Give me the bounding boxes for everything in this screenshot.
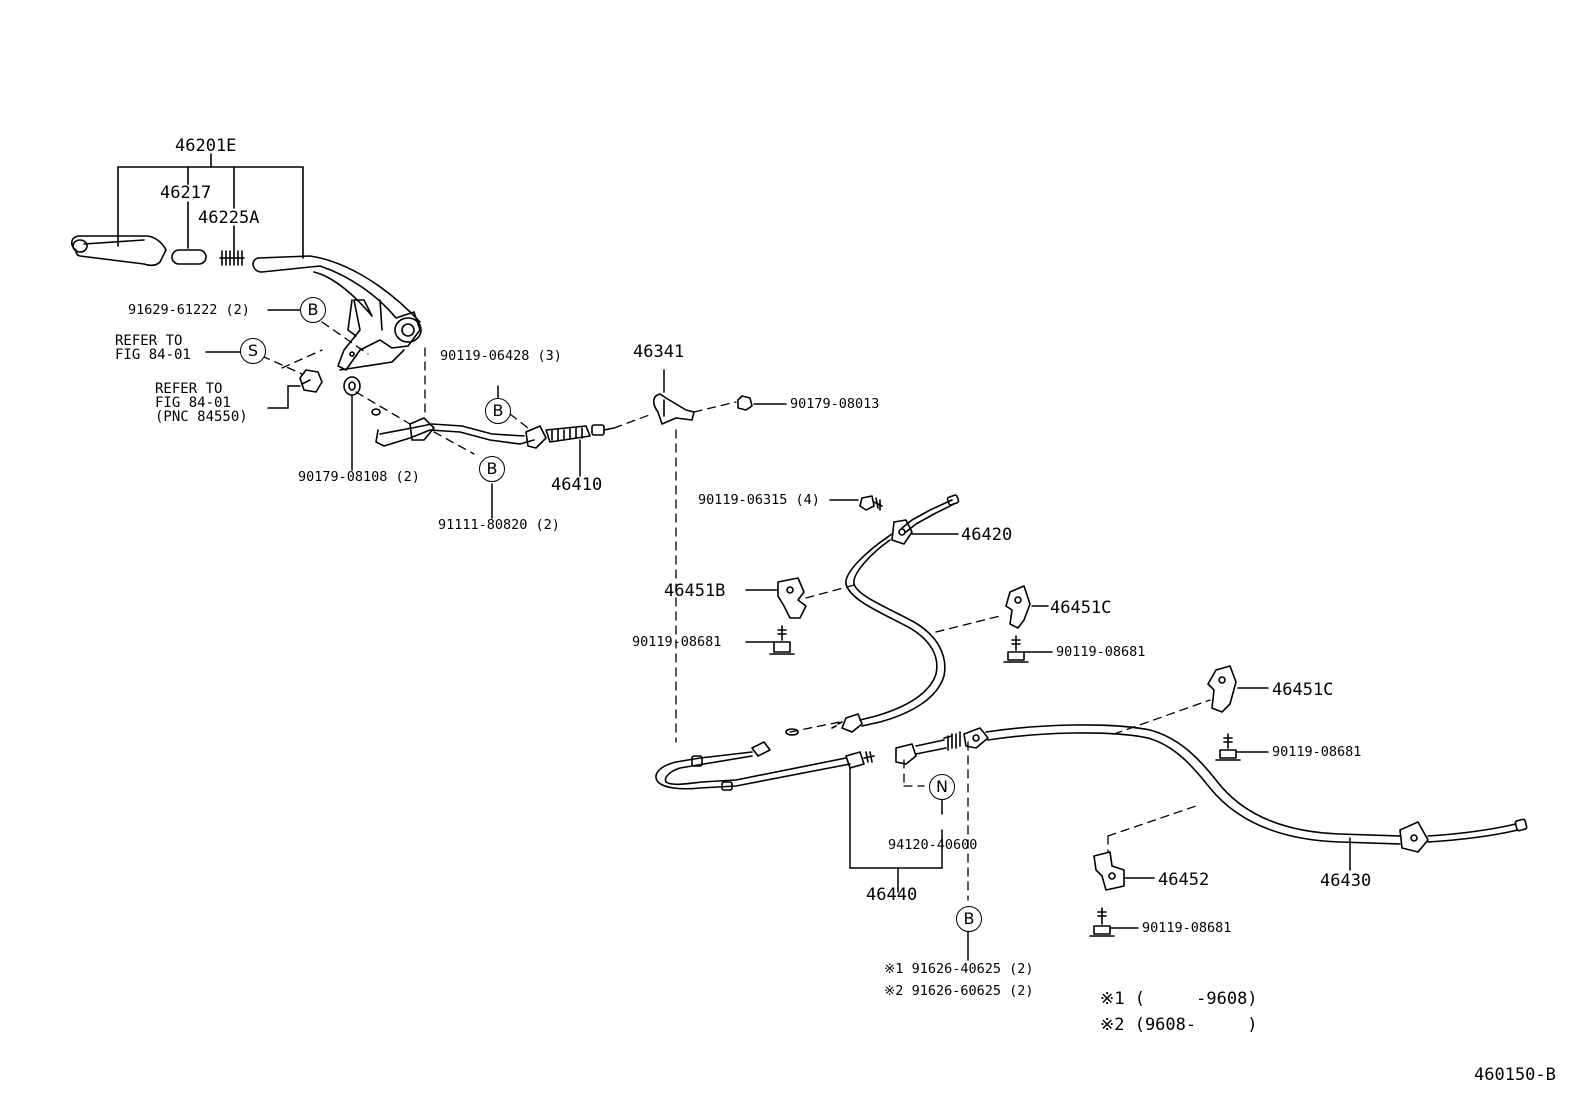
callout-circle-b: B (479, 456, 505, 482)
part-label-90119-06315: 90119-06315 (4) (698, 492, 820, 508)
part-label-90119-08681: 90119-08681 (1056, 644, 1146, 660)
bolt-46451C-a-shape (1003, 635, 1029, 663)
part-label-90119-06428: 90119-06428 (3) (440, 348, 562, 364)
part-label-90119-08681: 90119-08681 (1142, 920, 1232, 936)
lever-grip-shape (70, 235, 167, 267)
part-label-46201E: 46201E (175, 136, 237, 156)
part-label-91626-40625: ※1 91626-40625 (2) (884, 961, 1034, 977)
cable-46420-shape (785, 494, 960, 736)
leader-lines (205, 309, 1351, 961)
part-label-46420: 46420 (961, 525, 1013, 545)
part-label-46451C: 46451C (1272, 680, 1334, 700)
callout-circle-b: B (956, 906, 982, 932)
part-label-46451B: 46451B (664, 581, 726, 601)
bracket-46451C-a-shape (1005, 585, 1031, 629)
bolt-46451B-shape (769, 625, 795, 655)
callout-circle-b: B (300, 297, 326, 323)
part-label-46225A: 46225A (198, 208, 260, 228)
part-label-46452: 46452 (1158, 870, 1210, 890)
bolt-46451C-b-shape (1215, 733, 1241, 761)
equalizer-shape (652, 393, 695, 425)
diagram-id: 460150-B (1474, 1065, 1556, 1085)
part-label-91626-60625: ※2 91626-60625 (2) (884, 983, 1034, 999)
lever-body-shape (252, 255, 422, 371)
part-label-90179-08013: 90179-08013 (790, 396, 880, 412)
dashed-assembly-lines (261, 321, 1211, 901)
callout-circle-b: B (485, 398, 511, 424)
part-label-46217: 46217 (160, 183, 212, 203)
bracket-46452-shape (1093, 851, 1125, 891)
refer-note-pnc-84550: REFER TO FIG 84-01 (PNC 84550) (155, 381, 248, 425)
assembly-bracket-46201E (117, 153, 304, 259)
release-button-shape (171, 249, 207, 265)
part-label-46440: 46440 (866, 885, 918, 905)
part-label-46410: 46410 (551, 475, 603, 495)
screw-06315-shape (859, 495, 883, 511)
date-note-1: ※1 ( -9608) (1100, 989, 1258, 1009)
bracket-46451B-shape (777, 577, 807, 619)
part-label-94120-40600: 94120-40600 (888, 837, 978, 853)
cable-46430-shape (985, 724, 1528, 853)
part-label-90179-08108: 90179-08108 (2) (298, 469, 420, 485)
part-label-46430: 46430 (1320, 871, 1372, 891)
spring-shape (219, 250, 245, 266)
nut-08013-shape (737, 395, 753, 411)
callout-circle-n: N (929, 774, 955, 800)
nut-shape (343, 376, 361, 396)
part-label-46341: 46341 (633, 342, 685, 362)
part-label-91629-61222: 91629-61222 (2) (128, 302, 250, 318)
front-cable-shape (375, 417, 615, 449)
date-note-2: ※2 (9608- ) (1100, 1015, 1258, 1035)
bolt-46452-shape (1089, 907, 1115, 937)
brake-switch-shape (299, 369, 323, 393)
bracket-46451C-b-shape (1207, 665, 1237, 713)
joint-94120-shape (895, 727, 989, 765)
part-label-90119-08681: 90119-08681 (632, 634, 722, 650)
part-label-91111-80820: 91111-80820 (2) (438, 517, 560, 533)
refer-note-fig-84-01: REFER TO FIG 84-01 (115, 333, 191, 363)
part-label-46451C: 46451C (1050, 598, 1112, 618)
callout-circle-s: S (240, 338, 266, 364)
part-label-90119-08681: 90119-08681 (1272, 744, 1362, 760)
cable-46440-shape (655, 741, 875, 791)
